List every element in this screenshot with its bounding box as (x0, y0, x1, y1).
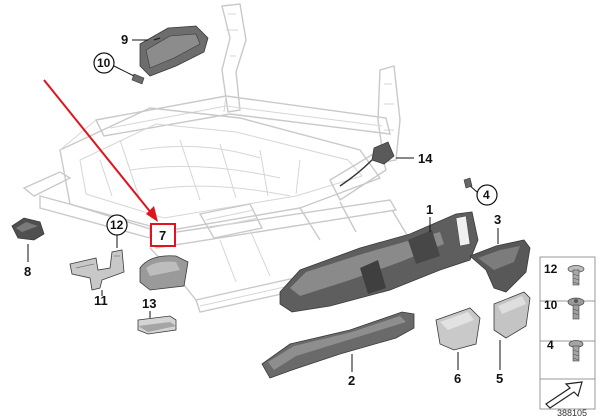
part-7-cover (139, 255, 189, 291)
part-1-side-cover (279, 211, 479, 313)
part-13-clip (137, 315, 177, 335)
label-7: 7 (159, 228, 166, 243)
callout-circle-4 (476, 184, 498, 206)
label-8: 8 (24, 264, 31, 279)
fastener-cell-4 (539, 340, 596, 380)
panel-label-4: 4 (547, 338, 554, 352)
part-3-trim (469, 239, 531, 293)
highlight-box-7 (150, 223, 176, 247)
label-13: 13 (142, 296, 156, 311)
screw-4-icon (568, 340, 584, 362)
label-6: 6 (454, 371, 461, 386)
panel-label-10: 10 (544, 298, 558, 312)
catalog-arrow-icon (545, 381, 583, 409)
label-2: 2 (348, 373, 355, 388)
label-10: 10 (97, 56, 111, 70)
label-14: 14 (418, 151, 433, 166)
label-3: 3 (494, 212, 501, 227)
label-1: 1 (426, 202, 433, 217)
fastener-cell-12 (539, 256, 596, 302)
part-2-lower-trim (261, 311, 415, 379)
fastener-cell-10 (539, 300, 596, 342)
leader-10 (113, 65, 135, 77)
part-8-trim (11, 217, 45, 241)
catalog-number: 388105 (557, 408, 587, 418)
label-9: 9 (121, 32, 128, 47)
screw-4-small (463, 177, 473, 189)
label-5: 5 (496, 371, 503, 386)
label-4: 4 (483, 188, 490, 202)
part-9-trim (139, 25, 209, 77)
part-11-bracket (69, 249, 125, 291)
callout-circle-10 (93, 52, 115, 74)
part-5-cap (493, 291, 531, 339)
part-6-cap (435, 307, 481, 351)
panel-label-12: 12 (544, 262, 558, 276)
fastener-panel (539, 256, 596, 410)
screw-10-icon (567, 297, 585, 320)
screw-12-icon (567, 265, 585, 286)
label-12: 12 (110, 218, 124, 232)
part-14-connector (339, 141, 395, 187)
label-11: 11 (94, 293, 108, 308)
red-pointer-arrow (43, 79, 158, 222)
screw-10-small (131, 73, 145, 85)
